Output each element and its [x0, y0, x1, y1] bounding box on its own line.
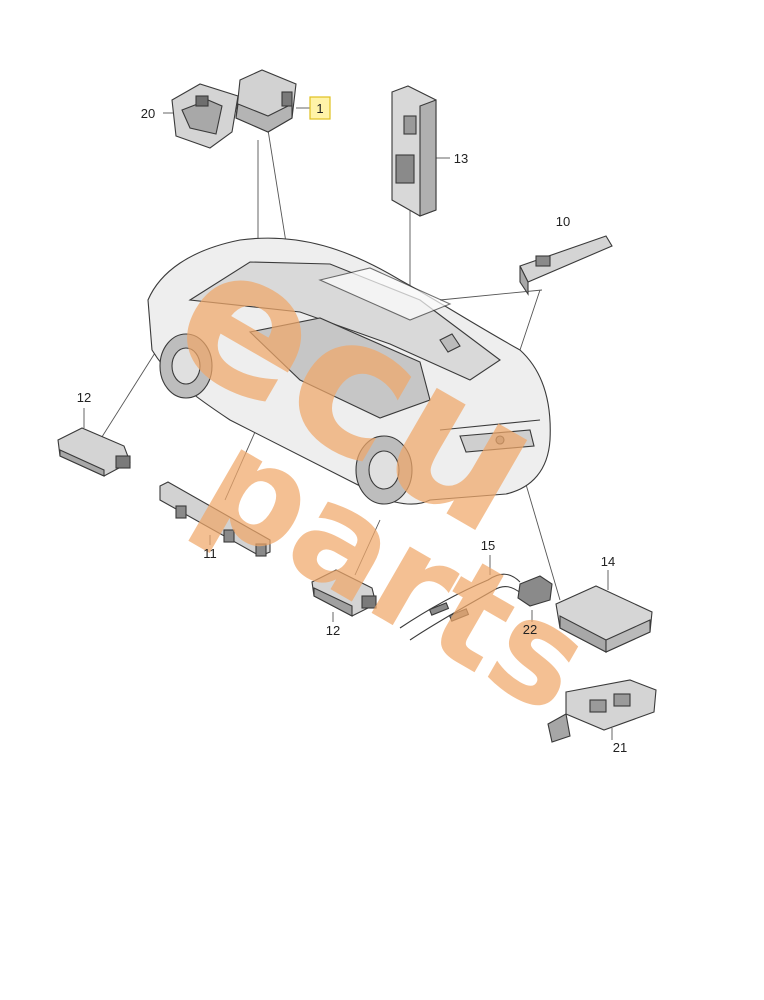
part-21-bracket	[547, 679, 657, 743]
callout-14[interactable]: 14	[601, 554, 615, 569]
callout-1-highlight	[309, 96, 331, 120]
callout-1[interactable]: 1	[316, 101, 323, 116]
callout-10[interactable]: 10	[556, 214, 570, 229]
part-10-bar	[519, 235, 613, 296]
callout-13[interactable]: 13	[454, 151, 468, 166]
part-15-cable	[399, 573, 523, 641]
leader-lines	[83, 107, 613, 740]
part-22-connector	[517, 575, 553, 607]
callout-20[interactable]: 20	[141, 106, 155, 121]
part-11-bar	[159, 481, 271, 557]
callout-21[interactable]: 21	[613, 740, 627, 755]
watermark: ecu parts	[140, 197, 616, 746]
callout-11[interactable]: 11	[203, 546, 217, 561]
callout-12-left[interactable]: 12	[77, 390, 91, 405]
callout-15[interactable]: 15	[481, 538, 495, 553]
part-20-bracket	[171, 83, 239, 149]
callout-22[interactable]: 22	[523, 622, 537, 637]
part-1-control-unit	[235, 69, 297, 133]
callouts: 1 20 13 10 12 11 12 15 22 14 21	[77, 96, 627, 755]
callout-12-center[interactable]: 12	[326, 623, 340, 638]
part-14-control-unit	[555, 585, 653, 653]
part-12-left-module	[57, 427, 131, 477]
vehicle-outline	[147, 237, 551, 505]
part-13-module	[391, 85, 437, 217]
part-12-center-module	[311, 569, 377, 617]
